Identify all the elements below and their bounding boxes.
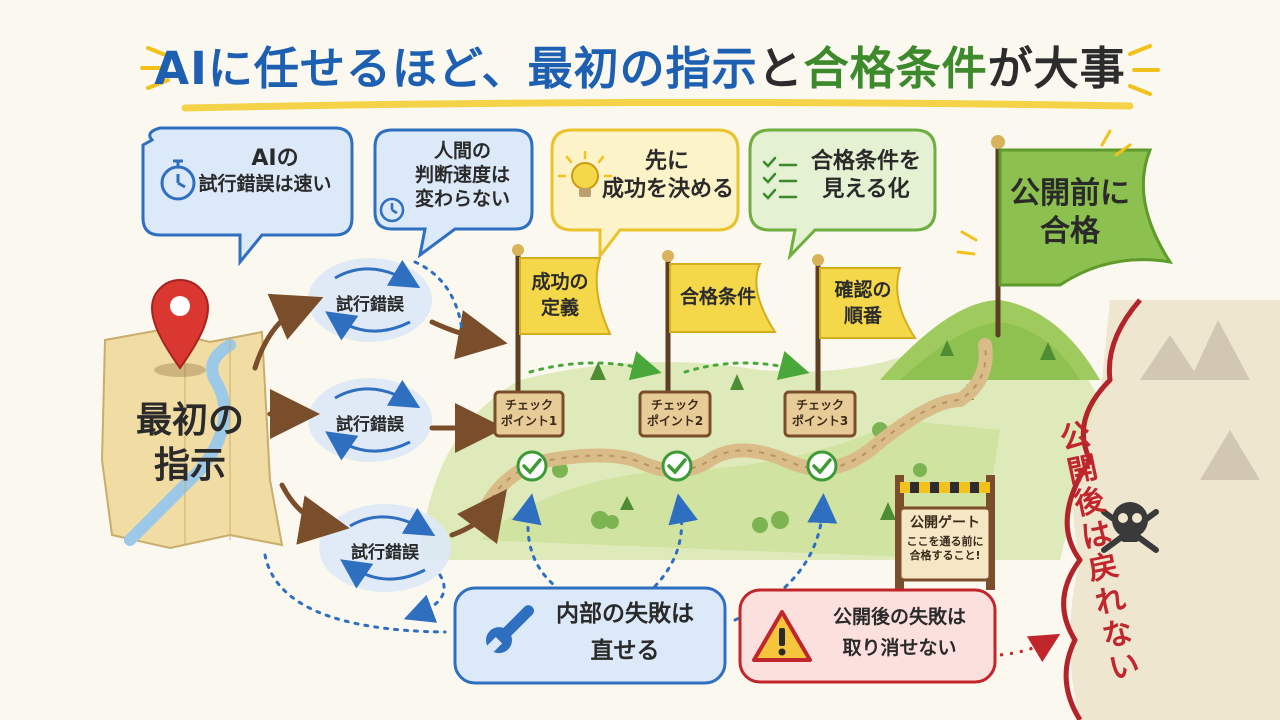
gate-line: 合格すること! — [909, 549, 981, 563]
final-flag-line: 公開前に — [1010, 176, 1130, 211]
bubble-line: 合格条件を — [810, 149, 921, 174]
title-underline — [181, 98, 1134, 112]
public-fail-arrow — [999, 633, 1061, 663]
final-flag-line: 合格 — [1040, 213, 1100, 249]
public-fail-text: 公開後の失敗は 取り消せない — [812, 602, 987, 665]
internal-fail-text: 内部の失敗は 直せる — [530, 596, 720, 670]
gate-line: ここを通る前に — [906, 535, 984, 549]
flag-line: 合格条件 — [679, 286, 756, 308]
checkpoint-line: チェック — [504, 398, 553, 412]
final-flag-text: 公開前に 合格 — [1000, 175, 1140, 250]
bubble-visible-criteria — [748, 128, 937, 261]
flag-success-definition — [519, 257, 612, 335]
flag-line: 成功の — [531, 271, 589, 293]
flag-knobs — [512, 135, 1005, 266]
map-to-trial-arrows — [252, 293, 350, 545]
bubble-line: 人間の — [433, 140, 491, 162]
bubble-line: 先に — [644, 149, 689, 174]
checkpoint-line: チェック — [650, 398, 699, 412]
final-flag — [998, 148, 1174, 287]
warning-icon — [752, 610, 812, 662]
gate-title: 公開ゲート — [910, 515, 980, 531]
flag-line: 定義 — [540, 296, 579, 319]
checkpoint-line: ポイント3 — [791, 413, 849, 428]
flag-check-order-text: 確認の 順番 — [822, 278, 904, 329]
bubble-human-speed-text: 人間の 判断速度は 変わらない — [400, 140, 525, 211]
public-gate — [895, 475, 995, 590]
internal-fail-line: 内部の失敗は — [556, 601, 694, 627]
title-important: が大事 — [987, 41, 1126, 95]
flag-progress-arrows — [528, 350, 810, 381]
lightbulb-icon — [557, 150, 613, 197]
skull-icon — [1101, 502, 1159, 553]
checkmark-icons — [516, 450, 838, 482]
checkpoint-line: ポイント2 — [646, 413, 704, 428]
checkpoint-line: ポイント1 — [500, 413, 558, 428]
bubble-success-first-text: 先に 成功を決める — [602, 148, 735, 203]
checklist-icon — [762, 156, 798, 200]
flag-poles — [515, 142, 1001, 398]
bubble-line: 成功を決める — [602, 176, 735, 202]
start-line: 最初の — [135, 400, 244, 441]
wrench-icon — [485, 605, 535, 654]
flag-acceptance-criteria — [669, 263, 777, 333]
cliff-edge — [1061, 298, 1142, 720]
trial-cycle-arrows — [325, 259, 436, 589]
bubble-ai-speed-text: AIの 試行錯誤は速い — [198, 145, 345, 196]
bubble-line: 試行錯誤は速い — [198, 172, 332, 195]
trial-label-2: 試行錯誤 — [336, 415, 404, 435]
checkpoint-signs — [493, 390, 857, 438]
checkpoint-3-text: チェック ポイント3 — [785, 398, 855, 429]
title-acceptance-criteria: 合格条件 — [803, 41, 988, 95]
public-gate-text: 公開ゲート ここを通る前に 合格すること! — [900, 514, 990, 564]
bubble-visible-criteria-text: 合格条件を 見える化 — [800, 148, 932, 203]
final-flag-sparkles — [956, 129, 1132, 256]
flag-success-definition-text: 成功の 定義 — [520, 270, 600, 321]
title-and: と — [757, 41, 804, 95]
bubble-line: 判断速度は — [414, 163, 510, 186]
title-sparkles — [140, 44, 1160, 96]
checkpoint-line: チェック — [795, 398, 844, 412]
trial-label-3: 試行錯誤 — [351, 543, 419, 563]
map-pin-icon — [150, 279, 210, 377]
bubble-line: AIの — [251, 146, 299, 171]
internal-fail-line: 直せる — [590, 637, 660, 664]
title-first-instruction: 最初の指示 — [527, 41, 758, 95]
checkpoint-2-text: チェック ポイント2 — [640, 398, 710, 429]
bubble-line: 見える化 — [822, 176, 910, 202]
clock-icon — [379, 197, 405, 223]
bubble-human-speed — [373, 128, 534, 259]
flag-acceptance-criteria-text: 合格条件 — [672, 285, 764, 311]
mountains — [1140, 320, 1260, 480]
trial-to-course-arrows — [429, 310, 508, 545]
bubble-line: 変わらない — [414, 187, 510, 210]
start-line: 指示 — [153, 445, 226, 486]
stopwatch-icon — [160, 159, 196, 201]
public-fail-line: 公開後の失敗は — [832, 606, 966, 628]
flag-check-order — [819, 267, 917, 339]
flag-line: 順番 — [843, 304, 882, 327]
public-fail-line: 取り消せない — [842, 637, 957, 660]
start-instruction-text: 最初の 指示 — [115, 398, 265, 488]
trial-label-1: 試行錯誤 — [336, 295, 404, 315]
cliff-land — [1070, 300, 1280, 720]
page-title: AIに任せるほど、 最初の指示 と 合格条件 が大事 — [130, 32, 1150, 96]
flag-line: 確認の — [834, 279, 892, 301]
bubble-ai-speed — [141, 126, 354, 267]
title-ai-part: AIに任せるほど、 — [154, 41, 528, 95]
checkpoint-1-text: チェック ポイント1 — [495, 398, 563, 429]
